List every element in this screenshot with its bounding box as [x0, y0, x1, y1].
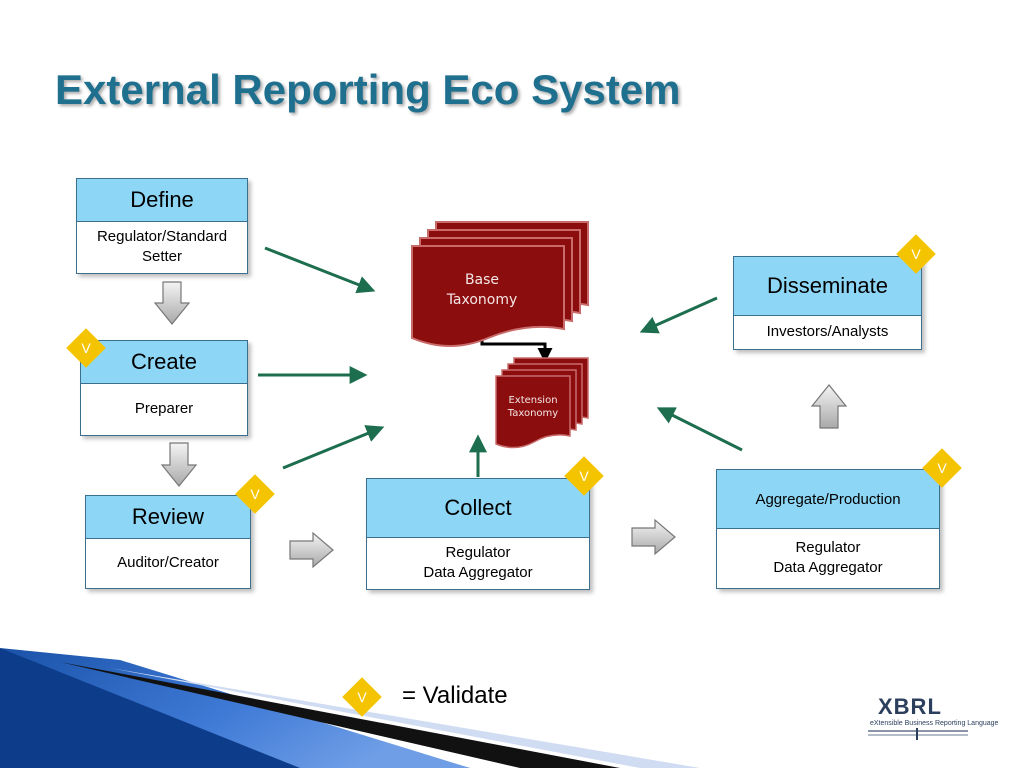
create-title: Create — [81, 341, 247, 384]
legend-validate-text: = Validate — [402, 682, 508, 709]
validate-badge-review: V — [235, 474, 275, 514]
arrow-review-to-taxonomy — [282, 425, 385, 470]
aggregate-body: Regulator Data Aggregator — [773, 539, 883, 576]
validate-badge-disseminate: V — [896, 234, 936, 274]
xbrl-logo-text: XBRL — [878, 694, 942, 719]
page-title: External Reporting Eco System — [55, 66, 681, 113]
create-body: Preparer — [134, 400, 194, 417]
disseminate-box: Disseminate Investors/Analysts — [733, 256, 922, 350]
validate-badge-create: V — [66, 328, 106, 368]
arrow-aggregate-to-taxonomy — [656, 407, 743, 452]
collect-box: Collect Regulator Data Aggregator — [366, 478, 590, 590]
block-arrow-define-to-create — [153, 281, 191, 325]
xbrl-logo-tagline: eXtensible Business Reporting Language — [870, 720, 999, 727]
collect-body: Regulator Data Aggregator — [423, 544, 533, 581]
aggregate-box: Aggregate/Production Regulator Data Aggr… — [716, 469, 940, 589]
extension-taxonomy-stack — [495, 357, 589, 449]
block-arrow-collect-to-aggregate — [631, 518, 676, 556]
arrow-base-to-extension — [480, 336, 553, 363]
arrow-disseminate-to-taxonomy — [639, 296, 718, 334]
review-box: Review Auditor/Creator — [85, 495, 251, 589]
create-box: Create Preparer — [80, 340, 248, 436]
base-taxonomy-label: Base Taxonomy — [446, 272, 518, 308]
extension-taxonomy-label: Extension Taxonomy — [507, 395, 559, 419]
disseminate-body: Investors/Analysts — [766, 323, 889, 340]
validate-badge-collect: V — [564, 456, 604, 496]
define-box: Define Regulator/Standard Setter — [76, 178, 248, 274]
arrow-define-to-taxonomy — [264, 246, 376, 294]
base-taxonomy-stack — [411, 221, 589, 347]
define-body: Regulator/Standard Setter — [96, 228, 228, 265]
block-arrow-aggregate-to-disseminate — [810, 384, 848, 429]
block-arrow-review-to-collect — [289, 531, 334, 569]
xbrl-logo: XBRL eXtensible Business Reporting Langu… — [868, 694, 998, 740]
review-body: Auditor/Creator — [117, 554, 219, 571]
block-arrow-create-to-review — [160, 442, 198, 487]
review-title: Review — [86, 496, 250, 539]
collect-title: Collect — [367, 479, 589, 538]
disseminate-title: Disseminate — [734, 257, 921, 316]
define-title: Define — [77, 179, 247, 222]
legend-validate-badge: V — [342, 677, 382, 717]
aggregate-title: Aggregate/Production — [717, 470, 939, 529]
validate-badge-aggregate: V — [922, 448, 962, 488]
